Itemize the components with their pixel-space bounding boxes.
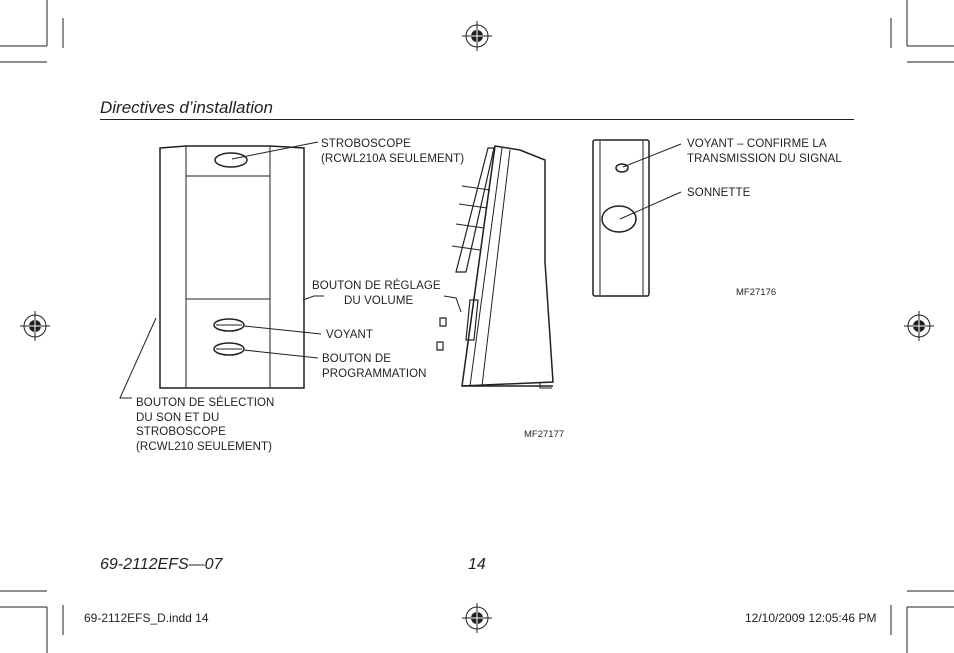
- document-id: 69-2112EFS—07: [100, 556, 223, 573]
- callout-selection-line3: STROBOSCOPE: [136, 426, 226, 438]
- registration-mark-icon: [903, 310, 935, 342]
- callout-selection-line1: BOUTON DE SÉLECTION: [136, 397, 275, 409]
- callout-selection-line2: DU SON ET DU: [136, 411, 220, 424]
- callout-voyant: VOYANT: [326, 329, 374, 341]
- page-title: Directives d’installation: [100, 98, 273, 117]
- registration-mark-icon: [461, 602, 493, 634]
- callout-stroboscope-line1: STROBOSCOPE: [321, 138, 411, 150]
- doorbell-button-view: [592, 139, 650, 297]
- receiver-front-view: [159, 145, 305, 389]
- callout-stroboscope-line2: (RCWL210A SEULEMENT): [321, 152, 465, 165]
- callout-programming-button: BOUTON DE PROGRAMMATION: [322, 352, 427, 381]
- registration-mark-icon: [461, 20, 493, 52]
- callout-volume-line2: DU VOLUME: [344, 294, 414, 307]
- callout-programming-line1: BOUTON DE: [322, 353, 392, 365]
- callout-signal-line1: VOYANT – CONFIRME LA: [687, 138, 827, 150]
- callout-stroboscope: STROBOSCOPE (RCWL210A SEULEMENT): [321, 137, 464, 166]
- figure-code-right: MF27176: [736, 287, 777, 298]
- callout-volume-line1: BOUTON DE RÉGLAGE: [312, 280, 441, 292]
- callout-volume-button: BOUTON DE RÉGLAGE DU VOLUME: [312, 279, 441, 308]
- leader-lines: [119, 141, 682, 399]
- callout-programming-line2: PROGRAMMATION: [322, 367, 427, 380]
- page-number: 14: [468, 556, 486, 573]
- slug-file-name: 69-2112EFS_D.indd 14: [84, 611, 209, 625]
- figure-code-left: MF27177: [524, 429, 565, 440]
- header-rule: [100, 119, 854, 120]
- callout-sonnette: SONNETTE: [687, 187, 751, 199]
- registration-mark-icon: [19, 310, 51, 342]
- callout-selection-line4: (RCWL210 SEULEMENT): [136, 440, 273, 453]
- callout-signal-confirm: VOYANT – CONFIRME LA TRANSMISSION DU SIG…: [687, 137, 842, 166]
- receiver-side-view: [436, 145, 554, 389]
- slug-timestamp: 12/10/2009 12:05:46 PM: [745, 611, 877, 625]
- callout-signal-line2: TRANSMISSION DU SIGNAL: [687, 152, 842, 165]
- callout-selection-button: BOUTON DE SÉLECTION DU SON ET DU STROBOS…: [136, 396, 274, 454]
